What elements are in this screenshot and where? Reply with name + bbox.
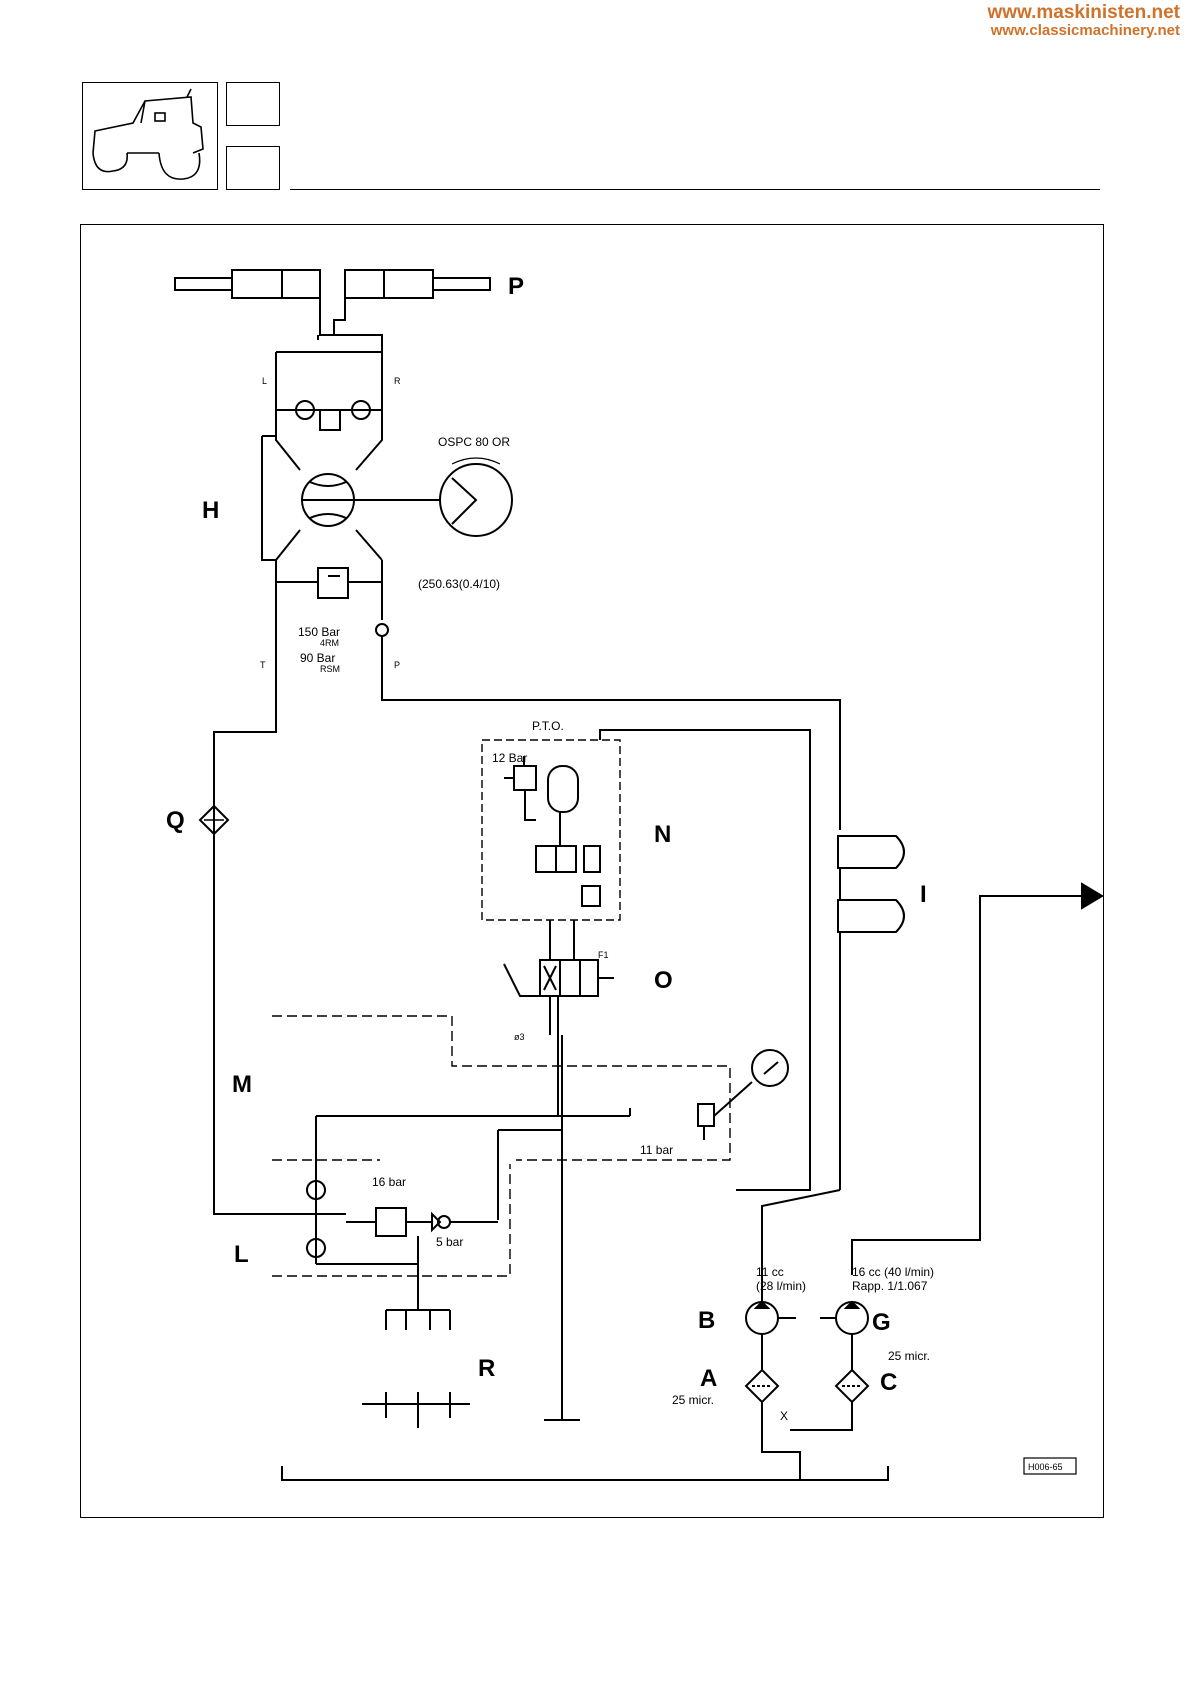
- port-t: T: [260, 660, 266, 670]
- f1-text: F1: [598, 950, 609, 960]
- g-cc-text: 16 cc (40 l/min): [852, 1265, 934, 1279]
- b-flow-text: (28 l/min): [756, 1279, 806, 1293]
- label-m: M: [232, 1071, 252, 1098]
- label-c: C: [880, 1369, 897, 1396]
- pto-group: [482, 730, 810, 1190]
- label-g: G: [872, 1309, 891, 1336]
- port-p: P: [394, 660, 400, 670]
- label-r: R: [478, 1355, 495, 1382]
- p12-text: 12 Bar: [492, 751, 527, 765]
- label-p: P: [508, 273, 524, 300]
- return-line: [214, 582, 346, 1214]
- lube-r: [362, 1310, 470, 1428]
- port-x: X: [780, 1409, 788, 1423]
- port-l: L: [262, 376, 267, 386]
- phi3-text: ø3: [514, 1032, 525, 1042]
- label-a: A: [700, 1365, 717, 1392]
- label-b: B: [698, 1307, 715, 1334]
- p5-text: 5 bar: [436, 1235, 463, 1249]
- label-l: L: [234, 1241, 249, 1268]
- c-micr-text: 25 micr.: [888, 1349, 930, 1363]
- steer-code-text: (250.63(0.4/10): [418, 577, 500, 591]
- label-q: Q: [166, 807, 185, 834]
- steering-cylinders: [175, 270, 490, 378]
- m-section: [272, 1016, 788, 1420]
- p11-text: 11 bar: [640, 1143, 673, 1157]
- a-micr-text: 25 micr.: [672, 1393, 714, 1407]
- port-r: R: [394, 376, 401, 386]
- label-n: N: [654, 821, 671, 848]
- p90sub-text: RSM: [320, 664, 340, 674]
- p16-text: 16 bar: [372, 1175, 406, 1189]
- accumulator-i: [762, 836, 904, 1302]
- label-h: H: [202, 497, 219, 524]
- code-text: H006-65: [1028, 1462, 1063, 1472]
- output-line: [852, 884, 1102, 1275]
- g-rapp-text: Rapp. 1/1.067: [852, 1279, 928, 1293]
- pumps-and-filters: [282, 1302, 888, 1480]
- pto-text: P.T.O.: [532, 719, 564, 733]
- p150-text: 150 Bar: [298, 625, 340, 639]
- steering-unit: [262, 352, 840, 830]
- b-cc-text: 11 cc: [756, 1265, 784, 1279]
- p90-text: 90 Bar: [300, 651, 335, 665]
- ospc-text: OSPC 80 OR: [438, 435, 510, 449]
- label-i: I: [920, 881, 927, 908]
- label-o: O: [654, 967, 673, 994]
- p150sub-text: 4RM: [320, 638, 339, 648]
